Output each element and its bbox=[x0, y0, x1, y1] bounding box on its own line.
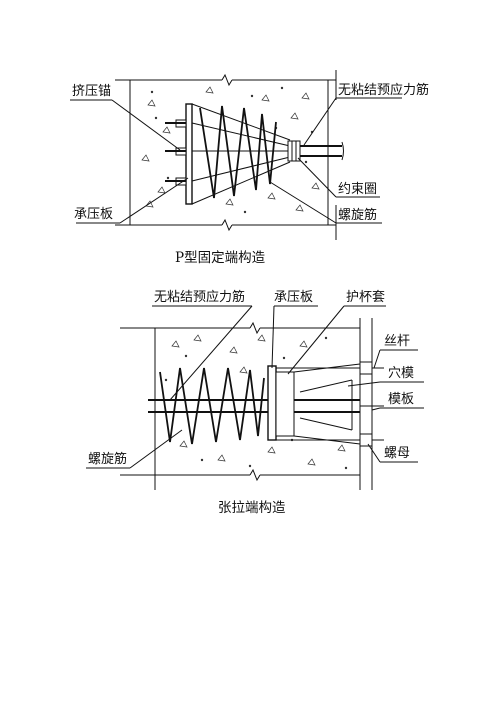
bottom-label-cup-sleeve: 护杯套 bbox=[346, 289, 385, 305]
bottom-label-spiral-rebar: 螺旋筋 bbox=[88, 451, 127, 467]
top-concrete-aggregate bbox=[141, 86, 320, 214]
top-label-restraint-ring: 约束圈 bbox=[338, 182, 377, 197]
bottom-slab-outline bbox=[120, 318, 373, 490]
tension-end-diagram: 无粘结预应力筋 承压板 护杯套 丝杆 穴模 模板 螺旋筋 螺母 张拉端构造 bbox=[86, 289, 424, 516]
bottom-label-threaded-rod: 丝杆 bbox=[384, 334, 410, 349]
top-spiral-rebar bbox=[199, 105, 277, 199]
bottom-unbonded-tendon bbox=[148, 399, 384, 413]
top-slab-outline bbox=[115, 70, 337, 240]
bottom-bearing-plate bbox=[267, 365, 277, 441]
bottom-label-nut: 螺母 bbox=[384, 446, 410, 461]
bottom-caption: 张拉端构造 bbox=[218, 500, 286, 516]
top-leader-lines bbox=[70, 97, 402, 224]
bottom-label-bearing-plate: 承压板 bbox=[274, 290, 313, 305]
top-bearing-plate bbox=[185, 103, 193, 205]
p-type-fixed-end-diagram: 挤压锚 无粘结预应力筋 约束圈 承压板 螺旋筋 P型固定端构造 bbox=[70, 70, 429, 266]
top-squeeze-anchors bbox=[175, 119, 187, 186]
top-label-spiral-rebar: 螺旋筋 bbox=[338, 207, 377, 223]
bottom-label-unbonded-tendon: 无粘结预应力筋 bbox=[154, 289, 245, 305]
bottom-spiral-rebar bbox=[159, 367, 265, 445]
bottom-cup-sleeve bbox=[275, 363, 361, 445]
bottom-threaded-rods bbox=[276, 361, 384, 447]
bottom-concrete-aggregate bbox=[164, 334, 348, 470]
top-label-bearing-plate: 承压板 bbox=[74, 207, 113, 222]
bottom-label-formwork: 模板 bbox=[388, 392, 414, 407]
bottom-leader-lines bbox=[86, 305, 424, 469]
top-label-squeeze-anchor: 挤压锚 bbox=[72, 84, 111, 99]
top-label-unbonded-tendon: 无粘结预应力筋 bbox=[338, 82, 429, 98]
top-caption: P型固定端构造 bbox=[175, 250, 266, 266]
top-restraint-ring bbox=[191, 103, 301, 205]
bottom-label-pocket-former: 穴模 bbox=[388, 366, 414, 381]
top-unbonded-tendon bbox=[300, 141, 344, 161]
